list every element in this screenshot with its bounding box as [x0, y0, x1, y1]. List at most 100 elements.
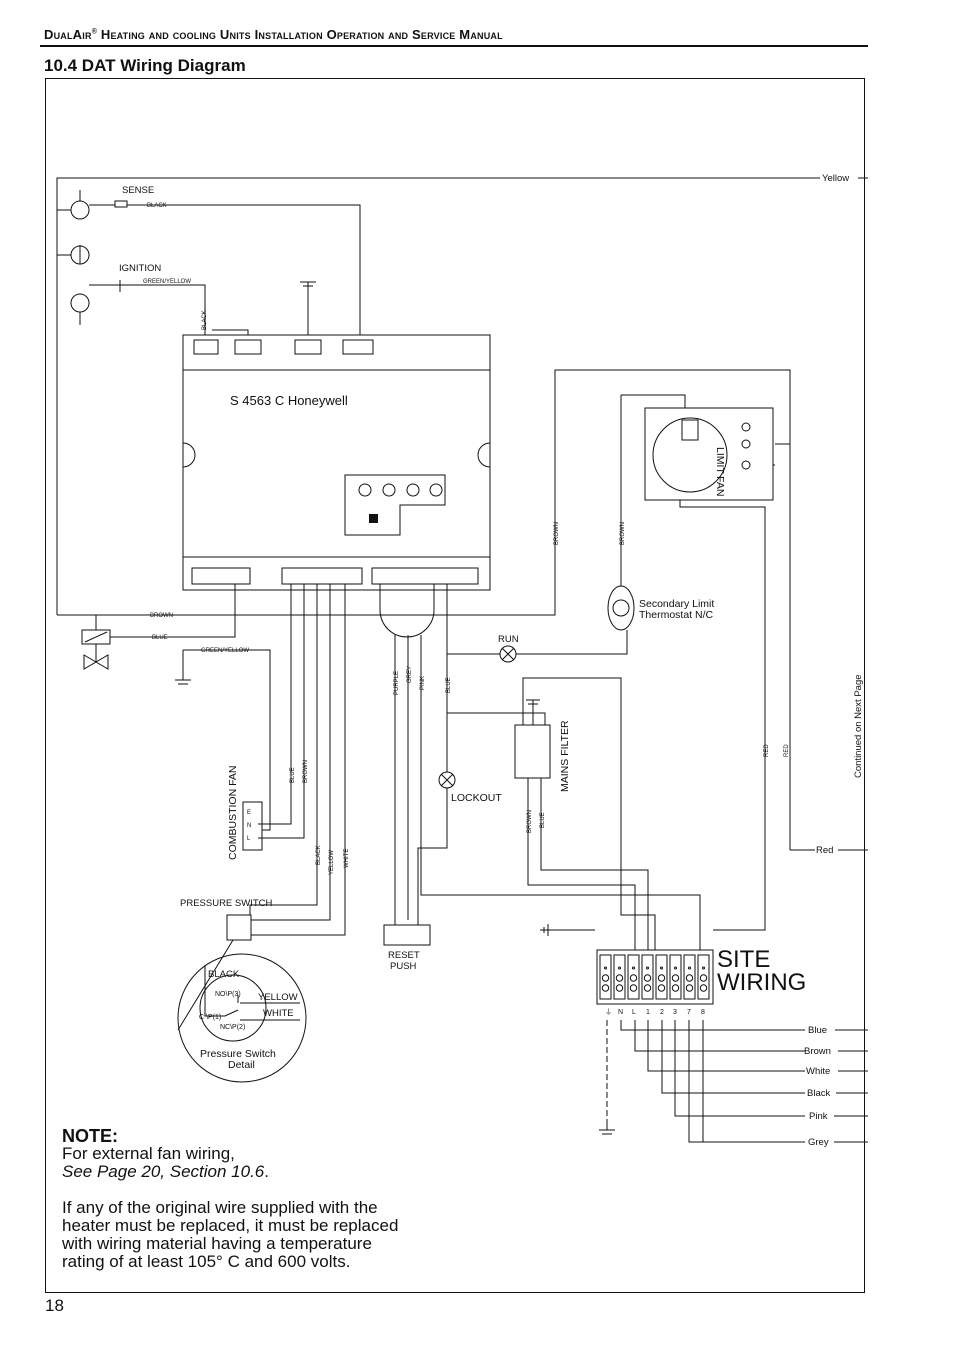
sense-label: SENSE — [122, 185, 154, 196]
controller-model: S 4563 C Honeywell — [230, 393, 348, 408]
svg-text:LIMIT: LIMIT — [714, 447, 726, 474]
header-rule — [40, 45, 868, 47]
ignition-label: IGNITION — [119, 263, 161, 274]
combustion-fan: E N L BLUE BROWN COMBUSTION FAN — [227, 584, 309, 860]
continued-label: Continued on Next Page — [853, 674, 864, 778]
svg-text:Red: Red — [816, 845, 833, 856]
svg-text:BLUE: BLUE — [152, 635, 168, 641]
reset-label: RESET — [388, 950, 420, 961]
svg-text:Thermostat N/C: Thermostat N/C — [639, 609, 714, 621]
note-para-line: If any of the original wire supplied wit… — [62, 1198, 378, 1217]
svg-text:PUSH: PUSH — [390, 961, 417, 972]
svg-text:L: L — [247, 836, 251, 842]
svg-text:BROWN: BROWN — [620, 522, 626, 545]
page-number: 18 — [45, 1296, 64, 1315]
svg-text:BROWN: BROWN — [527, 810, 533, 833]
terminal-screw — [604, 966, 607, 970]
svg-text:NO\P(3): NO\P(3) — [215, 991, 241, 998]
terminal-screw — [643, 984, 652, 992]
note-para-line: heater must be replaced, it must be repl… — [62, 1216, 399, 1235]
svg-text:1: 1 — [646, 1009, 650, 1016]
svg-text:YELLOW: YELLOW — [258, 992, 298, 1003]
terminal-screw — [671, 974, 680, 982]
svg-text:⏚: ⏚ — [605, 1008, 612, 1016]
running-header: DualAir® Heating and cooling Units Insta… — [44, 27, 503, 42]
svg-text:PINK: PINK — [420, 676, 426, 690]
svg-text:Pressure Switch: Pressure Switch — [200, 1048, 276, 1060]
terminal-screw — [674, 966, 677, 970]
svg-text:Grey: Grey — [808, 1137, 829, 1148]
gas-valve: BROWN BLUE GREEN/YELLOW — [57, 369, 791, 850]
yellow-wire: Yellow — [56, 173, 868, 615]
terminal-screw — [632, 966, 635, 970]
terminal-screw — [702, 966, 705, 970]
svg-text:RED: RED — [764, 744, 770, 757]
svg-text:GREY: GREY — [407, 666, 413, 683]
svg-text:BLUE: BLUE — [290, 767, 296, 783]
svg-text:N: N — [247, 823, 251, 829]
svg-text:BLUE: BLUE — [540, 812, 546, 828]
note-line-1: For external fan wiring, — [62, 1144, 235, 1163]
mains-filter: BROWN BLUE MAINS FILTER — [447, 677, 656, 950]
terminal-screw — [601, 984, 610, 992]
svg-text:7: 7 — [687, 1009, 691, 1016]
note-reference: See Page 20, Section 10.6 — [62, 1162, 265, 1181]
svg-text:BLUE: BLUE — [446, 677, 452, 693]
svg-text:Blue: Blue — [808, 1025, 827, 1036]
note-period: . — [264, 1162, 269, 1181]
pressure-switch-label: PRESSURE SWITCH — [180, 898, 273, 909]
limit-thermostat: BROWN BROWN LIMIT FAN Secondary Limit Th… — [554, 394, 868, 931]
svg-text:Pink: Pink — [809, 1111, 828, 1122]
note-line-2: See Page 20, Section 10.6. — [62, 1163, 398, 1181]
svg-text:BROWN: BROWN — [150, 613, 173, 619]
svg-text:NC\P(2): NC\P(2) — [220, 1024, 245, 1031]
note-heading: NOTE: — [62, 1126, 118, 1146]
terminal-screw — [615, 984, 624, 992]
svg-text:Secondary Limit: Secondary Limit — [639, 598, 714, 610]
svg-text:BLACK: BLACK — [208, 969, 240, 980]
terminal-screw — [685, 984, 694, 992]
svg-text:BLACK: BLACK — [316, 845, 322, 865]
terminal-screw — [618, 966, 621, 970]
terminal-screw — [657, 984, 666, 992]
terminal-screw — [643, 974, 652, 982]
svg-text:GREEN/YELLOW: GREEN/YELLOW — [201, 648, 249, 654]
svg-text:L: L — [632, 1009, 636, 1016]
terminal-screw — [629, 974, 638, 982]
mains-filter-label: MAINS FILTER — [559, 720, 571, 792]
brand: DualAir — [44, 27, 92, 42]
run-label: RUN — [498, 634, 519, 645]
svg-text:WHITE: WHITE — [344, 849, 350, 868]
svg-text:BROWN: BROWN — [554, 522, 560, 545]
lockout-label: LOCKOUT — [451, 792, 502, 804]
svg-text:N: N — [618, 1009, 623, 1016]
terminal-screw — [660, 966, 663, 970]
manual-title: Heating and cooling Units Installation O… — [97, 27, 503, 42]
note-para-line: with wiring material having a temperatur… — [62, 1234, 372, 1253]
registered-mark: ® — [91, 28, 98, 36]
terminal-screw — [646, 966, 649, 970]
combustion-fan-label: COMBUSTION FAN — [227, 765, 239, 860]
terminal-screw — [629, 984, 638, 992]
svg-text:YELLOW: YELLOW — [329, 850, 335, 875]
diagram-frame — [45, 78, 865, 1293]
svg-text:Detail: Detail — [228, 1059, 255, 1071]
svg-text:3: 3 — [673, 1009, 677, 1016]
svg-text:GREEN/YELLOW: GREEN/YELLOW — [143, 279, 191, 285]
terminal-screw — [699, 974, 708, 982]
site-wiring-label: SITE — [717, 946, 770, 973]
terminal-screw — [671, 984, 680, 992]
svg-text:BLACK: BLACK — [147, 203, 167, 209]
honeywell-controller: S 4563 C Honeywell — [182, 334, 491, 591]
terminal-screw — [615, 974, 624, 982]
pressure-switch: BLACK YELLOW WHITE PRESSURE SWITCH BLACK… — [177, 584, 350, 1083]
svg-text:Brown: Brown — [804, 1046, 831, 1057]
section-title: 10.4 DAT Wiring Diagram — [44, 56, 246, 75]
svg-text:BROWN: BROWN — [303, 760, 309, 783]
svg-text:BLACK: BLACK — [202, 310, 208, 330]
svg-text:RED: RED — [784, 744, 790, 757]
svg-text:8: 8 — [701, 1009, 705, 1016]
svg-text:Yellow: Yellow — [822, 173, 849, 184]
svg-text:E: E — [247, 810, 251, 816]
